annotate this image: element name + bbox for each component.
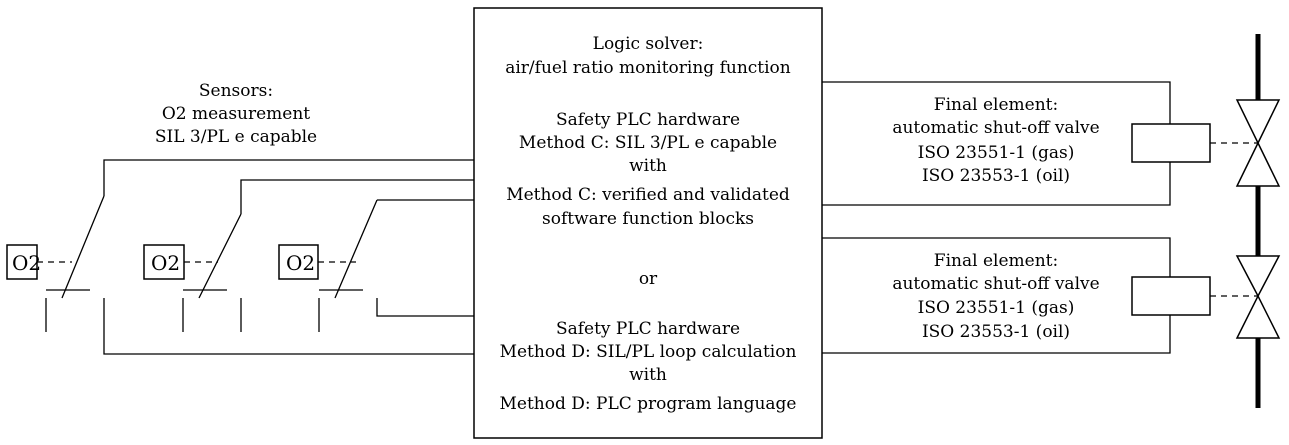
final-element-line: ISO 23553-1 (oil) — [922, 166, 1070, 186]
final-element-line: ISO 23551-1 (gas) — [918, 298, 1075, 318]
method-d-line: Method D: SIL/PL loop calculation — [500, 342, 797, 362]
logic-solver-box — [473, 7, 823, 439]
method-d-line: Method D: PLC program language — [499, 394, 796, 414]
final-element-line: automatic shut-off valve — [892, 118, 1099, 138]
o2-label: O2 — [151, 251, 180, 275]
actuator-1 — [1131, 123, 1211, 163]
o2-sensor-1: O2 — [6, 244, 41, 280]
final-element-line: ISO 23553-1 (oil) — [922, 322, 1070, 342]
or-label: or — [639, 269, 658, 289]
method-d-line: Safety PLC hardware — [556, 319, 740, 339]
actuator-2 — [1131, 276, 1211, 316]
o2-label: O2 — [286, 251, 315, 275]
final-element-1-text: Final element: automatic shut-off valve … — [892, 95, 1099, 186]
sensors-sil-rating: SIL 3/PL e capable — [155, 127, 317, 147]
logic-solver-text: Logic solver: air/fuel ratio monitoring … — [499, 34, 796, 414]
sensors-measurement: O2 measurement — [162, 104, 310, 124]
final-element-line: automatic shut-off valve — [892, 274, 1099, 294]
final-element-line: ISO 23551-1 (gas) — [918, 143, 1075, 163]
logic-solver-title: Logic solver: — [593, 34, 704, 54]
sensors-caption: Sensors: O2 measurement SIL 3/PL e capab… — [155, 81, 317, 147]
method-c-line: with — [629, 156, 667, 176]
method-c-line: software function blocks — [542, 209, 754, 229]
logic-solver-function: air/fuel ratio monitoring function — [505, 58, 791, 78]
method-d-line: with — [629, 365, 667, 385]
valve-2-icon — [1235, 255, 1281, 339]
final-element-line: Final element: — [934, 251, 1058, 271]
final-element-line: Final element: — [934, 95, 1058, 115]
sensor-wiring — [37, 159, 474, 355]
sensors-title: Sensors: — [199, 81, 273, 101]
method-c-line: Safety PLC hardware — [556, 110, 740, 130]
final-element-2-text: Final element: automatic shut-off valve … — [892, 251, 1099, 342]
o2-label: O2 — [12, 251, 41, 275]
method-c-line: Method C: SIL 3/PL e capable — [519, 133, 777, 153]
valve-1-icon — [1235, 99, 1281, 187]
o2-sensor-2: O2 — [143, 244, 185, 280]
method-c-line: Method C: verified and validated — [506, 185, 790, 205]
o2-sensor-3: O2 — [278, 244, 319, 280]
